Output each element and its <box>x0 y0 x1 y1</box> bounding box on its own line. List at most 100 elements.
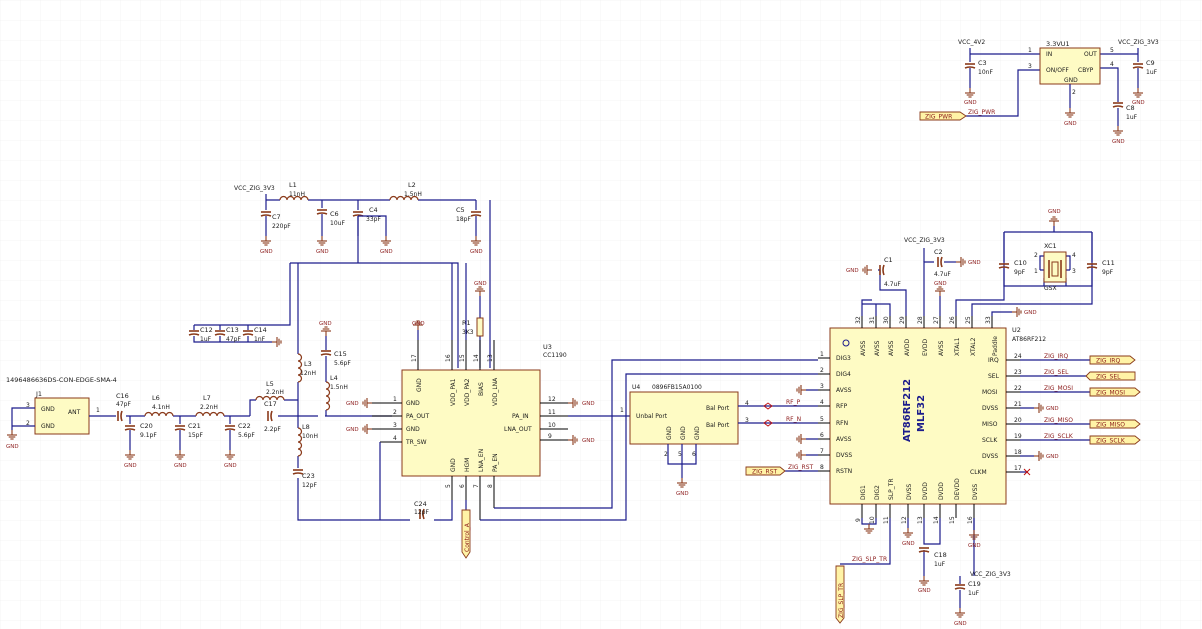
port-control-a[interactable]: Control_A <box>461 509 471 559</box>
inductor-l7[interactable]: L7 2.2nH <box>195 394 225 417</box>
port-zig-irq[interactable]: ZIG_IRQ <box>1089 355 1136 365</box>
svg-text:29: 29 <box>899 316 906 324</box>
cap-c3[interactable]: C8 1uF <box>1112 102 1138 121</box>
svg-text:L3: L3 <box>304 360 312 368</box>
cap-c15[interactable]: C15 5.6pF <box>320 350 351 367</box>
port-zig-pwr[interactable]: ZIG_PWR <box>919 111 967 121</box>
gnd-label: GND <box>1048 209 1061 215</box>
svg-text:4: 4 <box>1072 252 1076 259</box>
cap-c14[interactable]: C14 1nF <box>242 326 267 343</box>
svg-text:6: 6 <box>692 451 696 458</box>
cap-c20[interactable]: C20 9.1pF <box>124 422 157 439</box>
inductor-l4[interactable]: L4 1.5nH <box>325 374 348 411</box>
gnd-label: GND <box>1112 139 1125 145</box>
cap-c13[interactable]: C13 47pF <box>214 326 241 343</box>
cap-c1[interactable]: C3 10nF <box>964 59 993 76</box>
cap-c12[interactable]: C12 1uF <box>188 326 213 343</box>
svg-text:LNA_EN: LNA_EN <box>478 449 485 472</box>
cap-c19[interactable]: C19 1uF <box>954 580 981 597</box>
cap-c4[interactable]: C4 33pF <box>352 206 381 223</box>
cap-c9[interactable]: C1 4.7uF <box>879 256 901 288</box>
wire-u4-gnd <box>667 444 697 478</box>
connector-j1[interactable]: 1496486636DS-CON-EDGE-SMA-4 J1 GND GND A… <box>6 376 117 435</box>
inductor-l1[interactable]: L1 11nH <box>279 181 309 201</box>
cap-c23[interactable]: C23 12pF <box>292 469 317 489</box>
inductor-l6[interactable]: L6 4.1nH <box>144 394 174 417</box>
gnd-label: GND <box>1024 310 1037 316</box>
svg-text:AT86RF212: AT86RF212 <box>1012 336 1046 343</box>
ic-u3-cc1190[interactable]: U3 CC1190 GND VDD_PA1 VDD_PA2 BIAS VDD_L… <box>372 340 568 520</box>
crystal-xc1[interactable]: XC1 GSX 2 4 1 3 <box>1034 242 1076 292</box>
svg-text:1: 1 <box>393 396 397 403</box>
net-zig-irq: ZIG_IRQ <box>1044 353 1068 360</box>
gnd-label: GND <box>582 401 595 407</box>
svg-text:12pF: 12pF <box>414 509 429 516</box>
gnd-label: GND <box>846 268 859 274</box>
svg-text:CBYP: CBYP <box>1078 67 1094 74</box>
svg-text:3: 3 <box>393 422 397 429</box>
cap-c17[interactable]: C17 2.2pF <box>264 400 281 433</box>
u2-left-pins: DIG3 DIG4 AVSS RFP RFN AVSS DVSS RSTN 1 … <box>818 351 852 475</box>
svg-text:GND: GND <box>694 426 701 440</box>
svg-text:2.2pF: 2.2pF <box>264 426 281 433</box>
gnd-label: GND <box>346 401 359 407</box>
cap-c10[interactable]: C10 9pF <box>998 259 1027 276</box>
svg-text:DIG1: DIG1 <box>860 485 867 500</box>
svg-text:DVSS: DVSS <box>982 453 998 460</box>
port-zig-mosi[interactable]: ZIG_MOSI <box>1089 387 1141 397</box>
cap-c2[interactable]: C9 1uF <box>1132 59 1158 76</box>
ic-u4-balun[interactable]: U4 0896FB15A0100 Unbal Port Bal Port Bal… <box>620 384 749 458</box>
port-zig-slp-tr[interactable]: ZIG_SLP_TR <box>835 565 845 624</box>
svg-text:C21: C21 <box>188 422 201 430</box>
cap-c21[interactable]: C21 15pF <box>174 422 203 439</box>
svg-text:Bal Port: Bal Port <box>706 422 730 429</box>
inductor-l8[interactable]: L8 10nH <box>297 423 318 457</box>
svg-text:ZIG_SCLK: ZIG_SCLK <box>1096 438 1126 445</box>
ic-u2-at86rf212[interactable]: U2 AT86RF212 AT86RF212 MLF32 DIG3 DIG4 A… <box>818 316 1046 524</box>
svg-text:1: 1 <box>1028 47 1032 54</box>
svg-text:C8: C8 <box>1126 104 1135 112</box>
net-rf-p: RF_P <box>786 399 801 406</box>
port-zig-miso[interactable]: ZIG_MISO <box>1089 419 1141 429</box>
cap-c18[interactable]: C18 1uF <box>918 547 947 568</box>
cap-c5[interactable]: C5 18pF <box>456 206 482 223</box>
inductor-l3[interactable]: L3 12nH <box>297 353 316 383</box>
svg-text:5.6pF: 5.6pF <box>238 432 255 439</box>
inductor-l2[interactable]: L2 1.5nH <box>389 181 422 201</box>
net-zig-miso: ZIG_MISO <box>1044 417 1073 424</box>
svg-text:10nF: 10nF <box>978 69 993 76</box>
gnd-label: GND <box>1046 406 1059 412</box>
gnd-label: GND <box>380 249 393 255</box>
svg-text:1uF: 1uF <box>200 336 212 343</box>
svg-text:2: 2 <box>1034 252 1038 259</box>
net-marker-icon <box>763 402 773 427</box>
cap-c22[interactable]: C22 5.6pF <box>224 422 255 439</box>
inductor-l5[interactable]: L5 2.2nH <box>255 380 285 401</box>
port-zig-sel[interactable]: ZIG_SEL <box>1085 371 1136 381</box>
svg-text:3.3VU1: 3.3VU1 <box>1046 40 1070 48</box>
connector-ref: J1 <box>35 390 42 398</box>
regulator-u1[interactable]: 3.3VU1 IN ON/OFF OUT CBYP GND 1 3 5 4 2 <box>1028 40 1114 96</box>
wire-regulator <box>966 48 1139 126</box>
svg-text:DVSS: DVSS <box>982 405 998 412</box>
port-zig-rst[interactable]: ZIG_RST <box>745 466 786 476</box>
svg-text:12: 12 <box>901 516 908 524</box>
cap-c16[interactable]: C16 47pF <box>116 392 131 422</box>
cap-c24[interactable]: C24 12pF <box>414 500 429 520</box>
svg-text:6: 6 <box>820 432 824 439</box>
svg-text:MOSI: MOSI <box>982 389 998 396</box>
svg-text:Paddle: Paddle <box>992 336 999 356</box>
svg-text:C1: C1 <box>884 256 893 264</box>
svg-text:SEL: SEL <box>988 373 1000 380</box>
cap-c8[interactable]: C2 4.7uF <box>934 248 951 278</box>
svg-text:L4: L4 <box>330 374 338 382</box>
svg-text:1.5nH: 1.5nH <box>404 191 422 198</box>
cap-c7[interactable]: C7 220pF <box>260 211 291 230</box>
cap-c6[interactable]: C6 10uF <box>316 209 345 227</box>
svg-text:AVSS: AVSS <box>888 340 895 356</box>
cap-c11[interactable]: C11 9pF <box>1086 259 1115 276</box>
port-zig-sclk[interactable]: ZIG_SCLK <box>1089 435 1141 445</box>
net-zig-sclk: ZIG_SCLK <box>1044 433 1074 440</box>
svg-text:VDD_PA2: VDD_PA2 <box>464 378 471 406</box>
connector-pin-gnd-a: GND <box>41 406 55 413</box>
